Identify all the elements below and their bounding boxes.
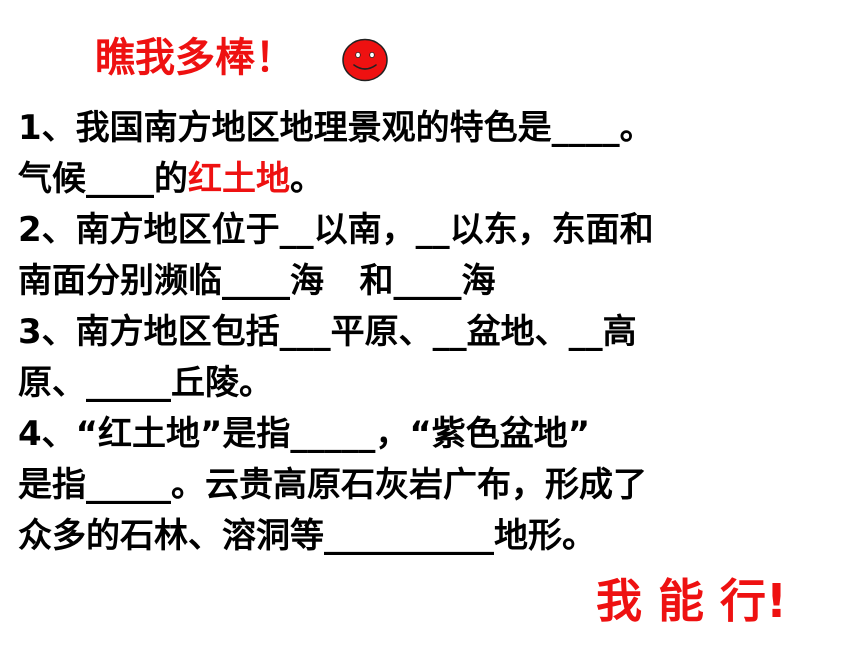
question-1-line-2: 气候____的红土地。: [18, 159, 324, 199]
question-2-line-2: 南面分别濒临____海 和____海: [18, 261, 496, 301]
highlight-red-soil: 红土地: [188, 159, 290, 199]
page-title: 瞧我多棒！: [95, 35, 295, 81]
question-1-line-1: 1、我国南方地区地理景观的特色是____。: [18, 108, 654, 148]
question-list: 1、我国南方地区地理景观的特色是____。 气候____的红土地。 2、南方地区…: [18, 103, 848, 562]
smiley-face-icon: [342, 38, 388, 82]
question-3-line-2: 原、_____丘陵。: [18, 363, 273, 403]
question-4-line-2: 是指_____。云贵高原石灰岩广布，形成了: [18, 465, 647, 505]
question-4-line-3: 众多的石林、溶洞等__________地形。: [18, 516, 596, 556]
question-2-line-1: 2、南方地区位于__以南，__以东，东面和: [18, 210, 654, 250]
footer-slogan: 我 能 行!: [596, 574, 788, 628]
question-3-line-1: 3、南方地区包括___平原、__盆地、__高: [18, 312, 637, 352]
question-4-line-1: 4、“红土地”是指_____，“紫色盆地”: [18, 414, 591, 454]
